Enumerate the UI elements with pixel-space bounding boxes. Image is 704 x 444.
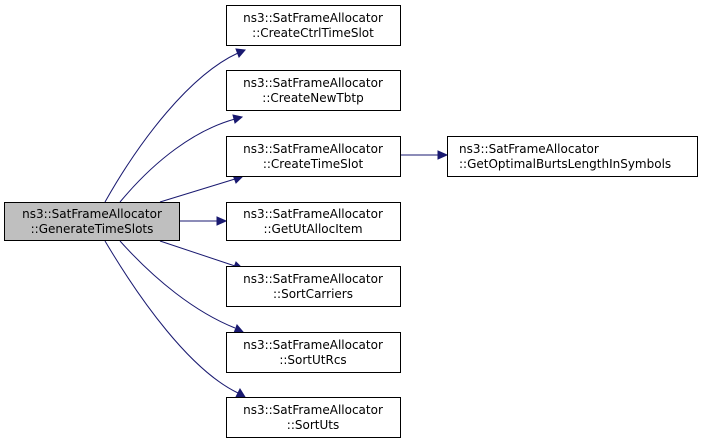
arrowhead-sortutrcs [233,324,244,334]
arrowhead-getoptimalburtslength [437,150,449,160]
node-sortutrcs[interactable]: ns3::SatFrameAllocator ::SortUtRcs [226,332,401,373]
node-createctrltimeslot[interactable]: ns3::SatFrameAllocator ::CreateCtrlTimeS… [226,5,401,46]
edge-root-createnewtbtp [119,118,236,203]
node-line1: ns3::SatFrameAllocator [243,207,383,221]
edge-root-sortcarriers [159,240,236,267]
node-createnewtbtp[interactable]: ns3::SatFrameAllocator ::CreateNewTbtp [226,70,401,111]
node-line1: ns3::SatFrameAllocator [243,142,383,156]
edge-root-createctrltimeslot [104,52,239,203]
edge-root-sortuts [104,240,239,394]
node-line1: ns3::SatFrameAllocator [243,76,383,90]
node-line2: ::GenerateTimeSlots [31,222,154,236]
arrowhead-createctrltimeslot [235,48,246,58]
node-sortcarriers[interactable]: ns3::SatFrameAllocator ::SortCarriers [226,266,401,307]
arrowhead-createnewtbtp [232,114,244,124]
node-line1: ns3::SatFrameAllocator [459,142,599,156]
node-sortuts[interactable]: ns3::SatFrameAllocator ::SortUts [226,397,401,438]
node-line1: ns3::SatFrameAllocator [243,403,383,417]
node-line2: ::SortUtRcs [279,353,346,367]
node-line1: ns3::SatFrameAllocator [22,207,162,221]
node-getoptimalburtslength[interactable]: ns3::SatFrameAllocator ::GetOptimalBurts… [447,136,698,177]
node-line2: ::SortUts [287,418,339,432]
node-line2: ::SortCarriers [273,287,353,301]
node-getutallocitem[interactable]: ns3::SatFrameAllocator ::GetUtAllocItem [226,202,401,241]
node-line1: ns3::SatFrameAllocator [243,11,383,25]
node-line1: ns3::SatFrameAllocator [243,272,383,286]
edge-root-createtimeslot [159,178,236,203]
edge-root-sortutrcs [119,240,236,329]
node-generatetimeslots[interactable]: ns3::SatFrameAllocator ::GenerateTimeSlo… [4,202,180,241]
node-line2: ::CreateCtrlTimeSlot [252,26,374,40]
node-line2: ::CreateNewTbtp [262,91,363,105]
node-createtimeslot[interactable]: ns3::SatFrameAllocator ::CreateTimeSlot [226,136,401,177]
node-line2: ::GetOptimalBurtsLengthInSymbols [459,157,671,171]
node-line2: ::GetUtAllocItem [263,222,362,236]
node-line2: ::CreateTimeSlot [263,157,364,171]
node-line1: ns3::SatFrameAllocator [243,338,383,352]
arrowhead-getutallocitem [216,216,228,226]
edges [104,48,449,398]
